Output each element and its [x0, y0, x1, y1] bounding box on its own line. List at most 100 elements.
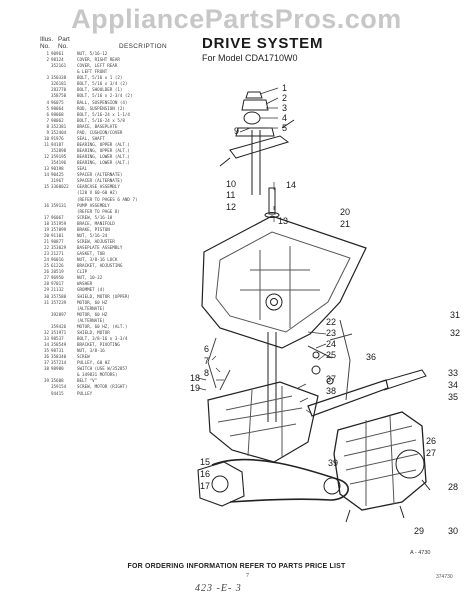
callout: 5 [282, 123, 287, 133]
title-block: DRIVE SYSTEM For Model CDA1710W0 [202, 35, 323, 63]
part-part: 358340 [51, 354, 67, 360]
clip-part [311, 365, 321, 375]
part-part: 350338 [51, 75, 67, 81]
gearcase-detail [217, 386, 303, 458]
part-num: 27 [43, 275, 49, 281]
washer-part [312, 351, 320, 359]
part-num: 21 [43, 238, 49, 244]
part-part: 96016 [51, 257, 64, 263]
callout: 18 [190, 373, 200, 383]
part-desc: BRAKE, PISTON [77, 226, 110, 232]
part-num: 35 [43, 348, 49, 354]
part-num: 31 [43, 299, 49, 305]
part-desc: CLIP [77, 269, 88, 275]
part-num: 23 [43, 251, 49, 257]
part-num: 29 [43, 287, 49, 293]
part-part: 283770 [51, 87, 67, 93]
callout: 30 [448, 526, 458, 536]
callout: 36 [366, 352, 376, 362]
part-num: 12 [43, 154, 49, 160]
baseplate-hub [265, 293, 283, 311]
part-part: 96075 [51, 99, 64, 105]
shaft-top [268, 187, 276, 215]
motor-housing [333, 411, 427, 511]
part-desc: BRACE, MANIFOLD [77, 220, 115, 226]
part-desc: BEARING, LOWER (ALT.) [77, 154, 130, 160]
part-num: 37 [43, 360, 49, 366]
motor-feet [345, 479, 431, 523]
part-row: (ALTERNATE) [40, 306, 198, 312]
callout: 13 [278, 216, 288, 226]
baseplate-inner [215, 231, 351, 333]
part-num: 16 [43, 202, 49, 208]
part-desc: BRACE, BASEPLATE [77, 123, 118, 129]
part-row: (120 V 60-60 HZ) [40, 190, 198, 196]
part-part: 352161 [51, 63, 67, 69]
header-description: DESCRIPTION [118, 43, 168, 50]
callout: 26 [426, 436, 436, 446]
part-desc: BOLT, 3/8-16 x 3-3/4 [77, 335, 128, 341]
part-part: 98062 [51, 117, 64, 123]
part-row: 283770 BOLT, SHOULDER (1) [40, 87, 198, 93]
pump-impeller [211, 475, 229, 493]
part-part: 31967 [51, 178, 64, 184]
part-part: 20519 [51, 269, 64, 275]
part-num: 9 [46, 129, 49, 135]
part-num: 2 [46, 57, 49, 63]
part-num [40, 391, 51, 397]
baseplate [201, 215, 367, 349]
callout: 3 [282, 103, 287, 113]
part-num: 25 [43, 263, 49, 269]
callout: 1 [282, 83, 287, 93]
part-desc: SCREW, MOTOR (RIGHT) [77, 384, 128, 390]
part-part: 90425 [51, 172, 64, 178]
exploded-diagram: 1 2 3 4 5 9 10 11 12 13 14 20 21 22 23 2… [190, 83, 460, 556]
part-num: 32 [43, 329, 49, 335]
part-row: & LEFT FRONT [40, 69, 198, 75]
callout: 19 [190, 383, 200, 393]
part-row: & 349831 MOTORS) [40, 372, 198, 378]
nut-part-2 [326, 377, 334, 385]
part-desc: BOLT, 5/16 x 1 (2) [77, 75, 123, 81]
part-part: 94187 [51, 141, 64, 147]
handwritten-note: 423 -E- 3 [195, 583, 242, 594]
part-num: 20 [43, 232, 49, 238]
callout: 14 [286, 180, 296, 190]
header-part-label: Part [58, 36, 70, 43]
part-num: 30 [43, 293, 49, 299]
part-desc: SHIELD, MOTOR (UPPER) [77, 293, 130, 299]
part-desc: BOLT, SHOULDER (1) [77, 87, 123, 93]
callout: 16 [200, 469, 210, 479]
part-desc: MOTOR, 60 HZ [77, 311, 108, 317]
page-number: 7 [246, 573, 249, 579]
callout: 29 [414, 526, 424, 536]
part-row: (ALTERNATE) [40, 318, 198, 324]
pivot-brace [379, 369, 427, 391]
motor-pulley [323, 477, 341, 495]
part-part: 98980 [51, 366, 64, 372]
part-part: 352898 [51, 148, 67, 153]
part-desc: BEARING, UPPER (ALT.) [77, 141, 130, 147]
part-desc: SPACER (ALTERNATE) [77, 172, 123, 178]
part-row: (REFER TO PAGES 6 AND 7) [40, 197, 198, 203]
part-num: 18 [43, 220, 49, 226]
